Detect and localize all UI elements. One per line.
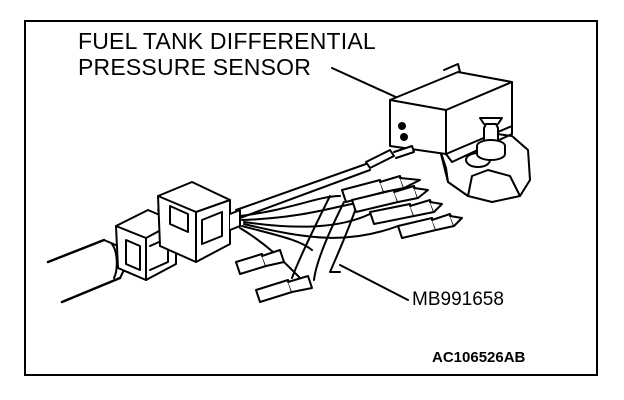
probe-terminals-left [235,249,313,303]
figure-id: AC106526AB [432,349,526,366]
test-harness-connector [157,181,241,263]
probe-terminals-right [341,175,463,239]
sensor-leader-line [331,67,399,99]
test-harness-wires [239,195,399,281]
harness-wire-main [235,163,367,211]
sensor-mount-bolt [476,117,506,161]
harness-wire-main-2 [239,169,371,219]
sensor-title-line-1: FUEL TANK DIFFERENTIAL [78,28,376,54]
vehicle-harness [46,238,127,304]
sensor-title-line-2: PRESSURE SENSOR [78,54,312,80]
tool-leader-line [339,264,409,301]
sensor-pigtail [365,145,415,169]
fuel-tank-differential-pressure-sensor [389,63,513,163]
tool-callout-label: MB991658 [412,289,504,310]
